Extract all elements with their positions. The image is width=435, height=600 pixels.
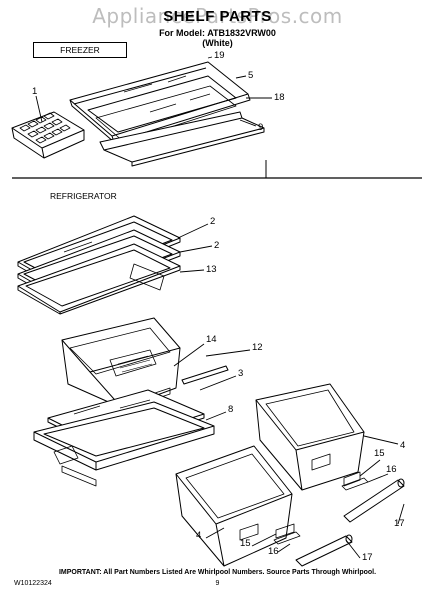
callout-14: 14 (206, 334, 217, 345)
right-crisper-drawer (255, 383, 369, 491)
callout-1: 1 (32, 86, 38, 97)
callout-8: 8 (228, 404, 234, 415)
callout-5: 5 (248, 70, 254, 81)
crisper-drawer (61, 317, 181, 409)
callout-16-lower: 16 (268, 546, 279, 557)
footer-document-code: W10122324 (14, 580, 52, 587)
callout-17-lower: 17 (362, 552, 373, 563)
callout-3: 3 (238, 368, 244, 379)
watermark-text: AppliancePartsPros.com (92, 4, 343, 28)
freezer-section-label: FREEZER (33, 42, 127, 58)
callout-16-right: 16 (386, 464, 397, 475)
refrigerator-shelf-frames (17, 215, 181, 315)
callout-2-lower: 2 (214, 240, 220, 251)
callout-19: 19 (214, 50, 225, 61)
callout-12: 12 (252, 342, 263, 353)
page-title: SHELF PARTS (163, 8, 272, 25)
callout-4-right: 4 (400, 440, 406, 451)
ice-tray (11, 111, 85, 159)
freezer-shelf-assembly (69, 61, 265, 167)
refrigerator-section-label: REFRIGERATOR (50, 191, 117, 201)
callout-15-lower: 15 (240, 538, 251, 549)
callout-leader-lines (35, 56, 405, 559)
section-divider-lines (12, 160, 422, 179)
model-line: For Model: ATB1832VRW00 (159, 28, 276, 38)
footer-important-note: IMPORTANT: All Part Numbers Listed Are W… (58, 569, 377, 576)
callout-17-right: 17 (394, 518, 405, 529)
callout-15-right: 15 (374, 448, 385, 459)
callout-18: 18 (274, 92, 285, 103)
color-line: (White) (202, 38, 233, 48)
lower-crisper-drawer (175, 445, 301, 567)
drawer-slide-part-12 (181, 365, 229, 385)
crisper-cover-frame (33, 401, 215, 487)
drawer-rail-17-lower (295, 534, 353, 567)
callout-13: 13 (206, 264, 217, 275)
callout-4-lower: 4 (196, 530, 202, 541)
callout-2-upper: 2 (210, 216, 216, 227)
drawer-rail-17-upper (343, 478, 405, 523)
footer-page-number: 9 (215, 580, 220, 587)
callout-9: 9 (258, 122, 264, 133)
